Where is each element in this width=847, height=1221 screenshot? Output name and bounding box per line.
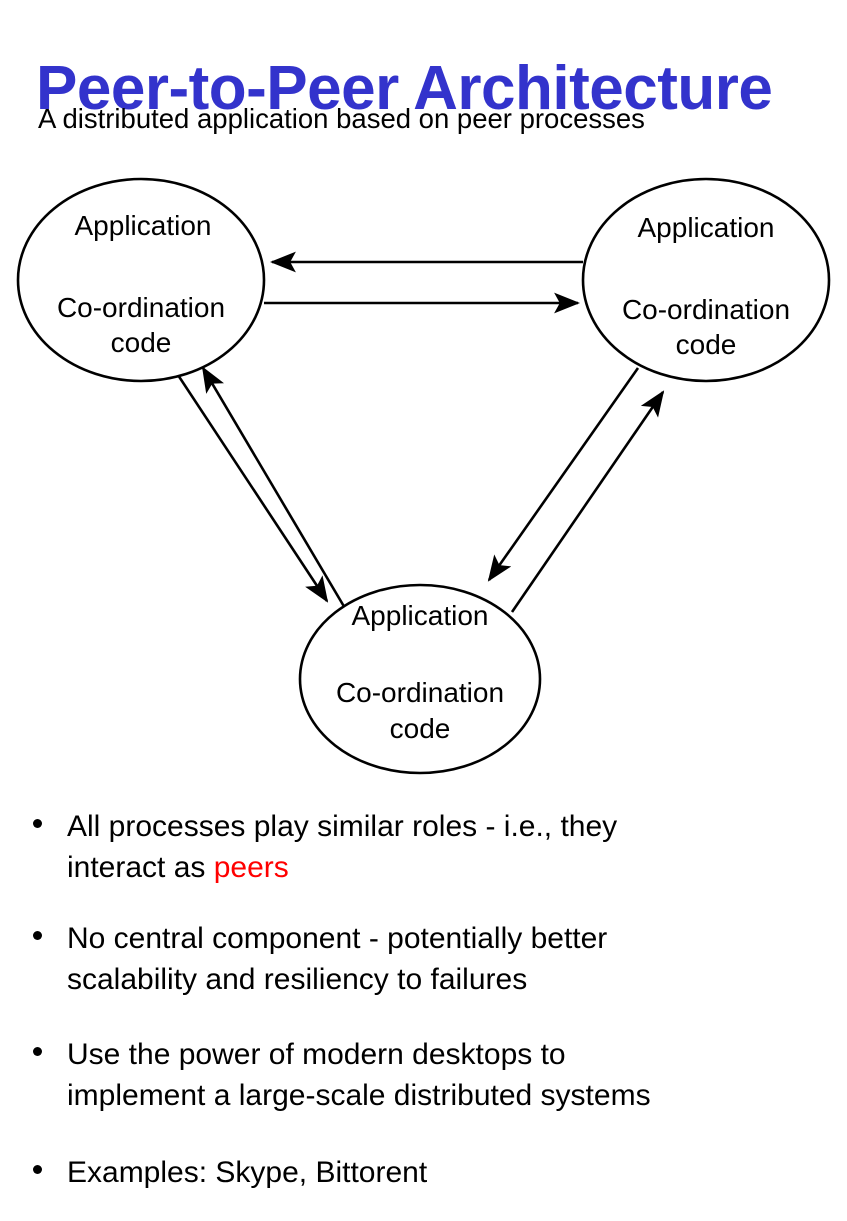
peer-node-top-right[interactable]: Application Co-ordination code bbox=[581, 177, 831, 383]
edge-bottom-to-topleft bbox=[201, 366, 354, 621]
bullet-highlight-peers: peers bbox=[213, 851, 289, 884]
peer-node-line-2: Co-ordination bbox=[622, 294, 790, 325]
bullet-line: No central component - potentially bette… bbox=[67, 918, 847, 959]
list-item: Examples: Skype, Bittorent bbox=[0, 1152, 847, 1193]
peer-node-line-3: code bbox=[390, 713, 451, 744]
bullet-list: All processes play similar roles - i.e.,… bbox=[0, 806, 847, 1193]
bullet-line: All processes play similar roles - i.e.,… bbox=[67, 806, 847, 847]
list-item: All processes play similar roles - i.e.,… bbox=[0, 806, 847, 888]
bullet-line: implement a large-scale distributed syst… bbox=[67, 1075, 847, 1116]
peer-to-peer-diagram: Application Co-ordination code Applicati… bbox=[0, 160, 847, 800]
peer-node-line-1: Application bbox=[352, 600, 489, 631]
page-title: Peer-to-Peer Architecture bbox=[36, 53, 773, 123]
edge-topright-to-bottom bbox=[487, 367, 640, 582]
spacer bbox=[0, 888, 847, 918]
bullet-dot-icon bbox=[33, 1165, 42, 1174]
bullet-text: scalability and resiliency to failures bbox=[67, 963, 528, 996]
peer-node-line-2: Co-ordination bbox=[336, 677, 504, 708]
edge-topleft-to-bottom bbox=[174, 371, 329, 603]
peer-node-line-1: Application bbox=[75, 210, 212, 241]
diagram-edges bbox=[174, 251, 665, 621]
peer-node-bottom[interactable]: Application Co-ordination code bbox=[298, 583, 542, 775]
peer-node-outline bbox=[16, 177, 266, 383]
bullet-line: scalability and resiliency to failures bbox=[67, 959, 847, 1000]
bullet-text: No central component - potentially bette… bbox=[67, 922, 608, 955]
bullet-text: Examples: Skype, Bittorent bbox=[67, 1156, 428, 1189]
peer-node-outline bbox=[298, 583, 542, 775]
bullet-text: implement a large-scale distributed syst… bbox=[67, 1079, 651, 1112]
page-subtitle: A distributed application based on peer … bbox=[38, 103, 645, 134]
bullet-text: All processes play similar roles - i.e.,… bbox=[67, 810, 618, 843]
edge-bottom-to-topright bbox=[510, 390, 665, 613]
bullet-line: Use the power of modern desktops to bbox=[67, 1034, 847, 1075]
bullet-text: interact as bbox=[67, 851, 214, 884]
peer-node-line-1: Application bbox=[638, 212, 775, 243]
peer-node-line-2: Co-ordination bbox=[57, 292, 225, 323]
bullet-dot-icon bbox=[33, 931, 42, 940]
bullet-dot-icon bbox=[33, 819, 42, 828]
peer-node-top-left[interactable]: Application Co-ordination code bbox=[16, 177, 266, 383]
peer-node-outline bbox=[581, 177, 831, 383]
peer-node-line-3: code bbox=[676, 329, 737, 360]
bullet-line: interact as peers bbox=[67, 847, 847, 888]
bullet-text: Use the power of modern desktops to bbox=[67, 1038, 566, 1071]
list-item: No central component - potentially bette… bbox=[0, 918, 847, 1000]
list-item: Use the power of modern desktops to impl… bbox=[0, 1034, 847, 1116]
peer-node-line-3: code bbox=[111, 327, 172, 358]
bullet-line: Examples: Skype, Bittorent bbox=[67, 1152, 847, 1193]
spacer bbox=[0, 1116, 847, 1152]
bullet-dot-icon bbox=[33, 1047, 42, 1056]
spacer bbox=[0, 1000, 847, 1034]
